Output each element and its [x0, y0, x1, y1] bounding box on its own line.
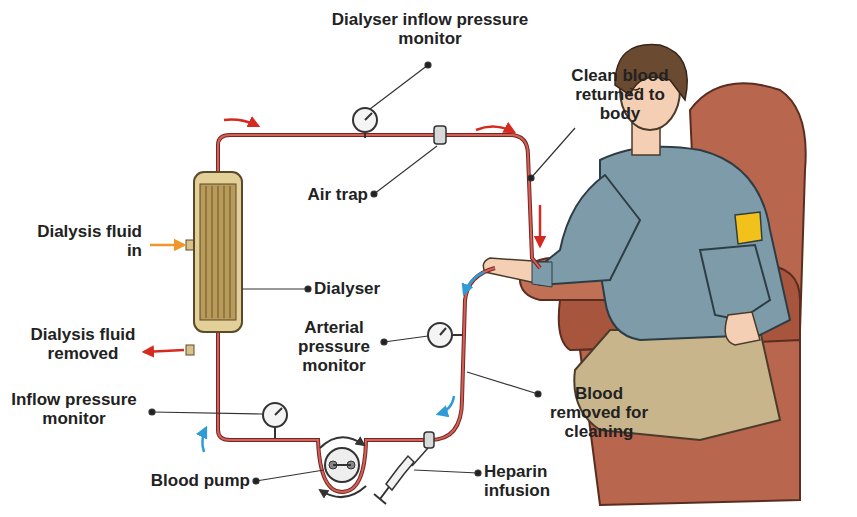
- patient: [483, 45, 790, 441]
- callout-label: Blood removed for cleaning: [544, 384, 654, 441]
- callout-label: Heparin infusion: [484, 462, 574, 500]
- heparin-syringe: [374, 448, 428, 504]
- leader-lines: [149, 62, 575, 484]
- callout-label: Air trap: [290, 185, 368, 204]
- callout-label: Clean blood returned to body: [560, 66, 680, 123]
- pressure-gauges: [263, 108, 462, 438]
- air-trap: [424, 126, 446, 448]
- dialyser: [186, 172, 242, 355]
- callout-label: Dialyser: [314, 279, 414, 298]
- callout-label: Dialysis fluid in: [30, 222, 142, 260]
- chair: [520, 83, 806, 505]
- callout-label: Dialysis fluid removed: [8, 325, 158, 363]
- flow-arrows: [144, 120, 540, 452]
- callout-label: Blood pump: [120, 471, 250, 490]
- callout-label: Inflow pressure monitor: [4, 390, 144, 428]
- blood-pump: [320, 437, 366, 497]
- blood-tubing: [218, 135, 540, 492]
- callout-label: Dialyser inflow pressure monitor: [330, 10, 530, 48]
- callout-label: Arterial pressure monitor: [290, 318, 378, 375]
